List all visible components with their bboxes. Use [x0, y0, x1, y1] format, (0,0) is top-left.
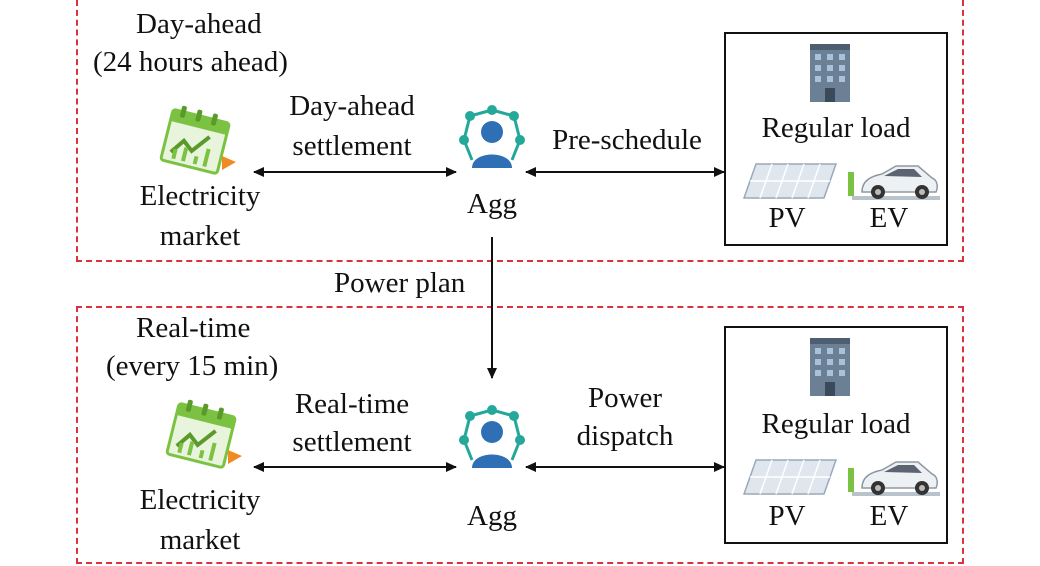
calendar-chart-icon — [159, 105, 236, 175]
real-time-market-label-2: market — [159, 524, 241, 556]
day-ahead-panel — [76, 0, 964, 262]
calendar-chart-icon — [165, 399, 242, 469]
day-ahead-regular-load-label: Regular load — [761, 112, 911, 144]
building-icon — [810, 44, 850, 102]
pre-schedule-label: Pre-schedule — [552, 124, 702, 156]
real-time-settlement-label-2: settlement — [292, 426, 412, 458]
network-person-icon — [459, 105, 525, 168]
real-time-regular-load-label: Regular load — [761, 408, 911, 440]
solar-panel-icon — [742, 163, 838, 199]
real-time-agg-label: Agg — [467, 500, 517, 532]
day-ahead-ev-label: EV — [869, 202, 909, 234]
real-time-subtitle: (every 15 min) — [106, 350, 279, 382]
electric-car-icon — [848, 461, 940, 496]
power-dispatch-label-2: dispatch — [576, 420, 674, 452]
real-time-panel — [76, 306, 964, 564]
power-plan-label: Power plan — [334, 267, 466, 299]
building-icon — [810, 338, 850, 396]
real-time-market-label-1: Electricity — [139, 484, 261, 516]
day-ahead-agg-label: Agg — [467, 188, 517, 220]
day-ahead-pv-label: PV — [768, 202, 806, 234]
power-dispatch-label-1: Power — [587, 382, 663, 414]
solar-panel-icon — [742, 459, 838, 495]
day-ahead-subtitle: (24 hours ahead) — [93, 46, 288, 78]
day-ahead-title: Day-ahead — [136, 8, 262, 40]
day-ahead-market-label-1: Electricity — [139, 180, 261, 212]
real-time-pv-label: PV — [768, 500, 806, 532]
day-ahead-settlement-label-1: Day-ahead — [289, 90, 415, 122]
real-time-settlement-label-1: Real-time — [294, 388, 410, 420]
real-time-title: Real-time — [136, 312, 251, 344]
day-ahead-market-label-2: market — [159, 220, 241, 252]
real-time-ev-label: EV — [869, 500, 909, 532]
network-person-icon — [459, 405, 525, 468]
day-ahead-settlement-label-2: settlement — [292, 130, 412, 162]
electric-car-icon — [848, 165, 940, 200]
